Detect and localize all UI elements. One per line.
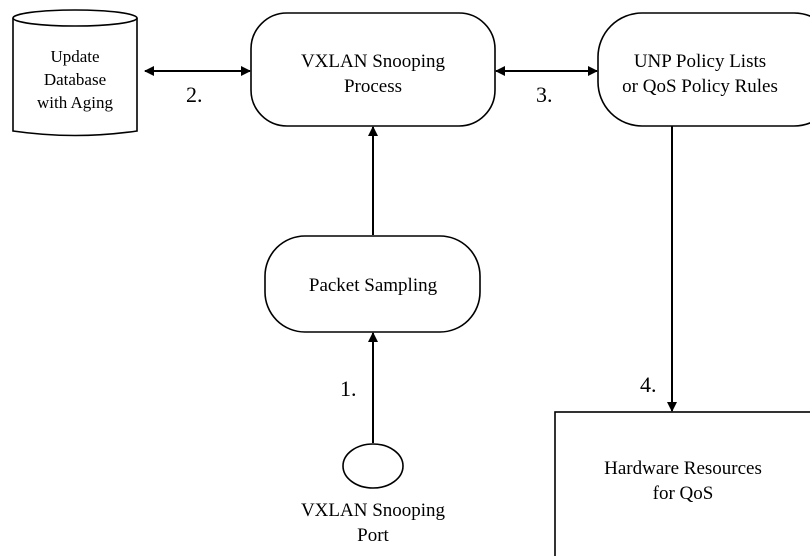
- policy-box: [597, 12, 810, 127]
- process-label-line-1: VXLAN Snooping: [301, 51, 446, 72]
- policy-label-line-1: UNP Policy Lists: [634, 51, 766, 72]
- hardware-label-line-2: for QoS: [653, 483, 714, 504]
- step-label-1: 1.: [340, 376, 357, 401]
- hardware-label-line-1: Hardware Resources: [604, 458, 762, 479]
- sampling-node: Packet Sampling: [264, 235, 481, 333]
- port-label-line-2: Port: [357, 525, 389, 546]
- port-label-line-1: VXLAN Snooping: [301, 500, 446, 521]
- process-label-line-2: Process: [344, 76, 402, 97]
- sampling-label: Packet Sampling: [309, 275, 438, 296]
- database-node: Update Database with Aging: [12, 9, 138, 137]
- database-label-line-2: Database: [44, 70, 106, 89]
- database-label-line-3: with Aging: [37, 93, 114, 112]
- hardware-node: Hardware Resources for QoS: [554, 411, 810, 556]
- database-label-line-1: Update: [50, 47, 99, 66]
- step-label-2: 2.: [186, 82, 203, 107]
- step-label-3: 3.: [536, 82, 553, 107]
- policy-label-line-2: or QoS Policy Rules: [622, 76, 778, 97]
- port-node: VXLAN Snooping Port: [301, 443, 446, 546]
- hardware-box: [554, 411, 810, 556]
- port-ellipse: [342, 443, 404, 489]
- policy-node: UNP Policy Lists or QoS Policy Rules: [597, 12, 810, 127]
- process-node: VXLAN Snooping Process: [250, 12, 496, 127]
- database-cylinder-shape: [12, 18, 138, 137]
- database-cylinder-top: [12, 9, 138, 27]
- step-label-4: 4.: [640, 372, 657, 397]
